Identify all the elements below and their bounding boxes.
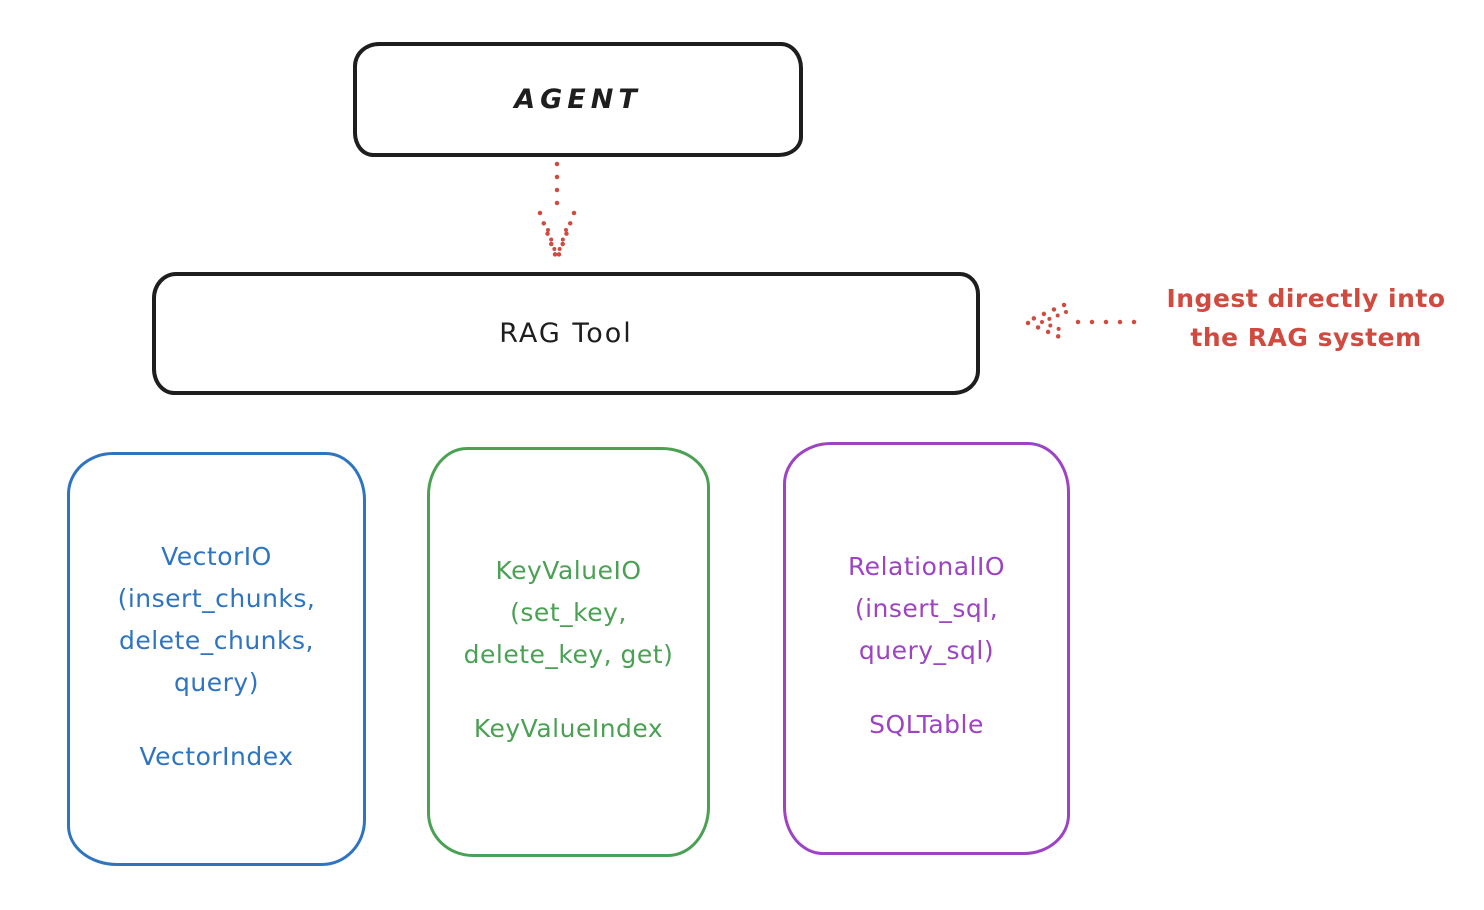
backend-node-keyvalueio: KeyValueIO (set_key, delete_key, get) Ke…: [427, 447, 710, 857]
rag-tool-node: RAG Tool: [152, 272, 980, 395]
backend-node-vectorio: VectorIO (insert_chunks, delete_chunks, …: [67, 452, 366, 866]
agent-to-rag-dotted-arrow-icon: [537, 161, 577, 260]
vectorio-io-label: VectorIO (insert_chunks, delete_chunks, …: [117, 541, 316, 697]
agent-label: AGENT: [514, 84, 642, 115]
relationalio-io-label: RelationalIO (insert_sql, query_sql): [847, 552, 1006, 665]
relationalio-index-label: SQLTable: [869, 710, 984, 739]
vectorio-index-label: VectorIndex: [139, 741, 294, 771]
ingest-annotation: Ingest directly into the RAG system: [1166, 284, 1446, 352]
ingest-dotted-arrow-icon: [1025, 302, 1137, 342]
keyvalueio-index-label: KeyValueIndex: [473, 713, 664, 743]
agent-node: AGENT: [353, 42, 803, 157]
keyvalueio-io-label: KeyValueIO (set_key, delete_key, get): [463, 555, 674, 669]
backend-node-relationalio: RelationalIO (insert_sql, query_sql) SQL…: [783, 442, 1070, 855]
rag-tool-label: RAG Tool: [499, 318, 633, 349]
